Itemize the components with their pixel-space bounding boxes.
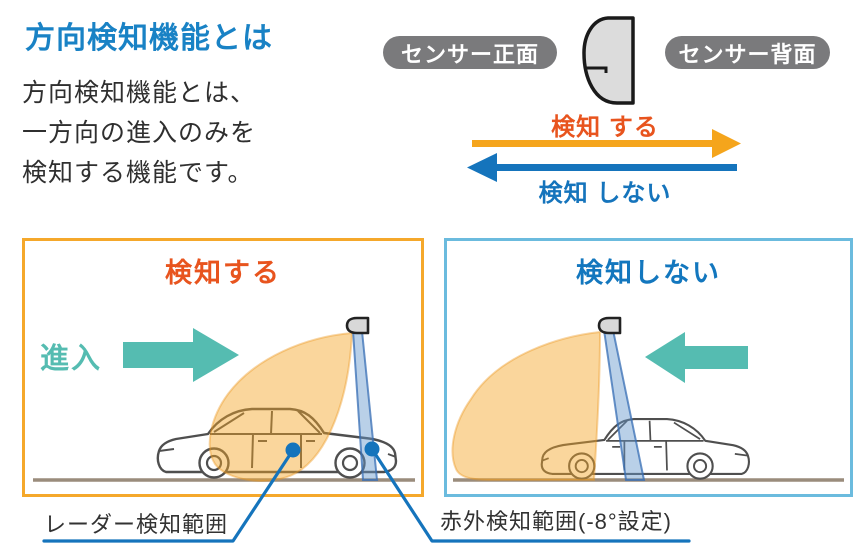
sensor-head-icon (345, 316, 370, 335)
detect-panel-title: 検知する (165, 258, 281, 288)
intro-line-2: 一方向の進入のみを (22, 119, 257, 147)
page-title: 方向検知機能とは (25, 22, 273, 55)
sensor-back-badge: センサー背面 (665, 36, 830, 69)
sensor-side-view-icon (582, 16, 635, 105)
entry-label: 進入 (40, 343, 103, 375)
detect-direction-label: 検知 する (551, 114, 659, 141)
no-detect-left-arrow-icon (467, 153, 737, 182)
radar-detection-area (451, 330, 602, 481)
radar-range-caption: レーダー検知範囲 (44, 512, 229, 537)
detect-right-arrow-icon (472, 129, 741, 158)
intro-description: 方向検知機能とは、 一方向の進入のみを 検知する機能です。 (22, 73, 256, 193)
exit-arrow-icon (645, 332, 748, 383)
no-detect-direction-label: 検知 しない (538, 180, 672, 207)
no-detect-panel: 検知しない (444, 238, 853, 497)
detect-panel: 検知する 進入 (22, 238, 424, 497)
entry-arrow-icon (123, 328, 239, 382)
intro-line-1: 方向検知機能とは、 (22, 79, 257, 107)
infrared-range-caption: 赤外検知範囲(-8°設定) (440, 509, 673, 534)
intro-line-3: 検知する機能です。 (22, 159, 254, 187)
no-detect-panel-title: 検知しない (576, 258, 721, 288)
sensor-front-badge: センサー正面 (383, 36, 557, 69)
detection-direction-arrows (467, 129, 741, 182)
